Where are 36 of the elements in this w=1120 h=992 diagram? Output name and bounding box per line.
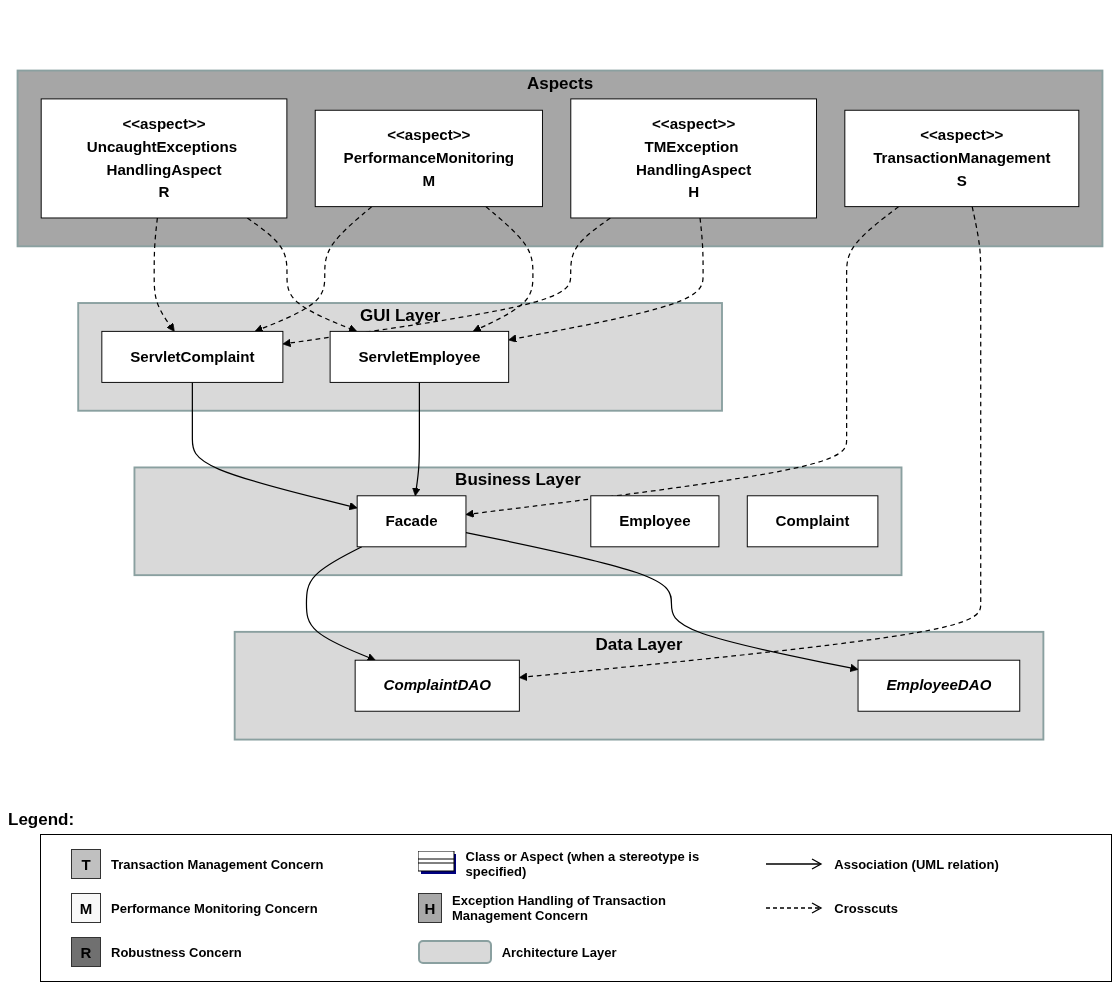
legend-text: Architecture Layer: [501, 944, 617, 960]
arrow: [472, 205, 534, 332]
legend-swatch: H: [417, 893, 443, 923]
node-box: ServletComplaint: [101, 330, 284, 383]
arrow: [282, 217, 611, 347]
legend-text: Association (UML relation): [834, 856, 999, 872]
node-box: ComplaintDAO: [354, 659, 520, 712]
legend-swatch: R: [71, 937, 101, 967]
node-box: <<aspect>> PerformanceMonitoring M: [314, 109, 543, 207]
node-box: <<aspect>> UncaughtExceptions HandlingAspect R: [40, 98, 288, 219]
arrow: [246, 217, 358, 333]
legend-swatch: T: [71, 849, 101, 879]
node-box: Facade: [356, 495, 467, 548]
node-box: <<aspect>> TransactionManagement S: [844, 109, 1080, 207]
arrow: [305, 546, 376, 662]
arrow: [519, 205, 982, 681]
node-box: Employee: [590, 495, 720, 548]
arrow: [191, 381, 358, 511]
arrow: [254, 205, 373, 333]
legend-text: Exception Handling of Transaction Management Concern: [452, 893, 667, 923]
node-box: Complaint: [746, 495, 879, 548]
arrow: [153, 217, 175, 332]
legend-text: Class or Aspect (when a stereotype is specified): [465, 849, 701, 879]
legend-text: Performance Monitoring Concern: [111, 900, 318, 916]
legend-text: Crosscuts: [834, 900, 898, 916]
arrow: [465, 531, 859, 672]
arrow: [508, 217, 704, 343]
node-box: ServletEmployee: [329, 330, 510, 383]
legend-swatch: M: [71, 893, 101, 923]
arrow: [465, 205, 900, 518]
node-box: <<aspect>> TMException HandlingAspect H: [570, 98, 817, 219]
legend-title: Legend:: [8, 810, 75, 830]
legend-text: Robustness Concern: [111, 944, 242, 960]
legend-text: Transaction Management Concern: [111, 856, 324, 872]
node-box: EmployeeDAO: [857, 659, 1021, 712]
arrow: [412, 381, 421, 497]
